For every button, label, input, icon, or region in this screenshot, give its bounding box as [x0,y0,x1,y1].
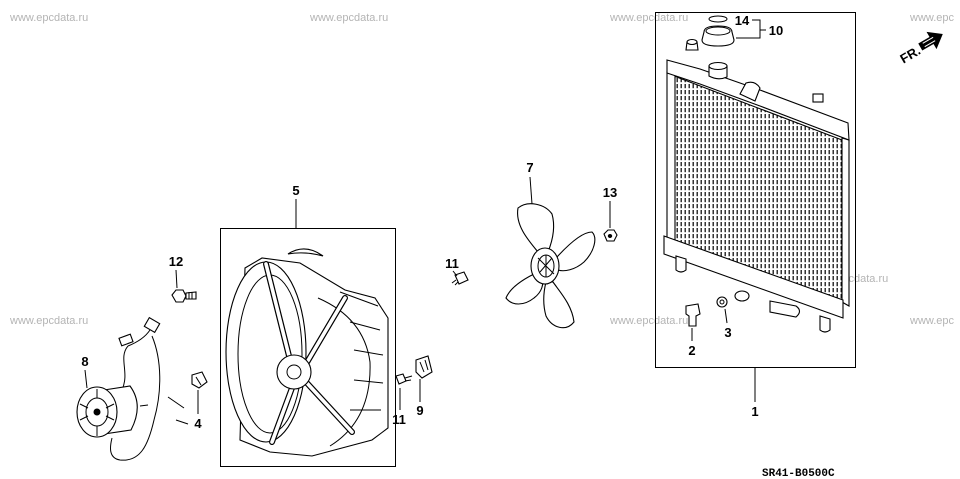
front-direction-arrow-stripe [922,36,934,44]
callout-leader-12 [175,269,178,289]
radiator-core [673,75,843,303]
radiator-lower-tank [663,235,844,319]
radiator-cap-top [705,26,731,36]
front-direction-arrow-stripe [924,40,936,48]
fan-blade [556,231,596,272]
shroud-strut [304,380,354,434]
radiator-top-bracket [812,93,824,103]
motor-bolt-shaft [185,291,197,300]
radiator-mount-pin-left [675,255,687,273]
radiator-group-frame [655,12,856,368]
shroud-group-frame [220,228,396,467]
drain-plug [685,303,701,327]
fan-motor [76,316,161,461]
motor-shaft [139,404,149,407]
shroud-motor-mount [276,354,312,390]
watermark-partial: www.epc [909,12,955,24]
motor-bolt-head [171,289,187,303]
shroud-motor-mount-hole [286,364,302,380]
front-direction-arrow [918,31,943,51]
fan-blade [505,273,544,305]
callout-9: 9 [416,403,423,418]
watermark-partial: www.epc [909,315,955,327]
shroud-top-crescent [287,248,324,257]
motor-end-plate-ribs [79,389,115,436]
callout-4: 4 [194,416,202,431]
harness-marker-lines [167,396,189,425]
motor-wiring-harness [121,345,129,391]
callout-leader-3 [724,308,728,324]
drain-plug-washer [716,296,728,308]
radiator-side-plate-left [666,71,676,243]
drain-plug-washer-hole [719,299,725,305]
fan-blade [517,203,555,253]
callout-7: 7 [526,160,533,175]
callout-11-lower: 11 [392,412,406,427]
cooling-fan [505,203,596,329]
shroud-bolt-lower [395,373,407,385]
motor-wiring-harness [109,335,161,461]
fan-shroud [225,248,389,457]
radiator-cap [701,25,735,47]
fan-hub-ribs [537,255,555,277]
callout-1: 1 [751,404,758,419]
radiator-top-grommet-cap [686,38,698,46]
callout-leader-8 [84,369,88,389]
shroud-strut [270,386,294,444]
shroud-clip [415,355,433,379]
radiator-mount-pin-right [819,315,831,333]
radiator-upper-inlet [739,81,761,102]
radiator-filler-neck-top [708,61,728,71]
callout-2: 2 [688,343,695,358]
watermark: www.epcdata.ru [609,315,688,327]
callout-bracket-14-10 [736,19,761,39]
shroud-bolt-upper-thread [451,279,459,286]
radiator-lower-outlet [769,300,801,318]
callout-leader-7 [529,176,533,205]
front-direction-label: FR. [897,43,923,66]
front-direction-indicator: FR. [897,31,943,66]
callout-13: 13 [603,185,617,200]
shroud-bolt-upper [454,271,469,285]
radiator [663,59,850,333]
motor-bolt-thread [188,292,193,299]
cap-seal-ring [708,15,728,23]
callout-10: 10 [769,23,783,38]
callout-11-upper: 11 [445,256,459,271]
radiator-side-plate-right [841,137,850,307]
callout-3: 3 [724,325,731,340]
watermark: www.epcdata.ru [609,12,688,24]
callout-12: 12 [169,254,183,269]
motor-wiring-harness [127,329,151,347]
radiator-drain-fitting [734,290,750,302]
shroud-strut [264,262,292,362]
callout-5: 5 [292,183,299,198]
diagram-code: SR41-B0500C [762,468,835,479]
watermark: www.epcdata.ru [9,315,88,327]
shroud-bolt-lower-thread [404,375,413,382]
callout-14: 14 [735,13,750,28]
shroud-clip-detail [419,359,429,373]
harness-clip [191,371,208,389]
watermark: www.epcdata.ru [309,12,388,24]
motor-center [93,408,101,416]
fan-nut-hole [607,234,613,238]
shroud-side-ribs [339,291,384,411]
shroud-strut [304,296,347,366]
callout-8: 8 [81,354,88,369]
motor-connector [143,316,161,334]
motor-connector [118,333,134,347]
callout-leader-11-upper [452,270,458,277]
harness-clip-detail [195,376,202,386]
fan-blade [543,281,575,329]
watermark: www.epcdata.ru [9,12,88,24]
